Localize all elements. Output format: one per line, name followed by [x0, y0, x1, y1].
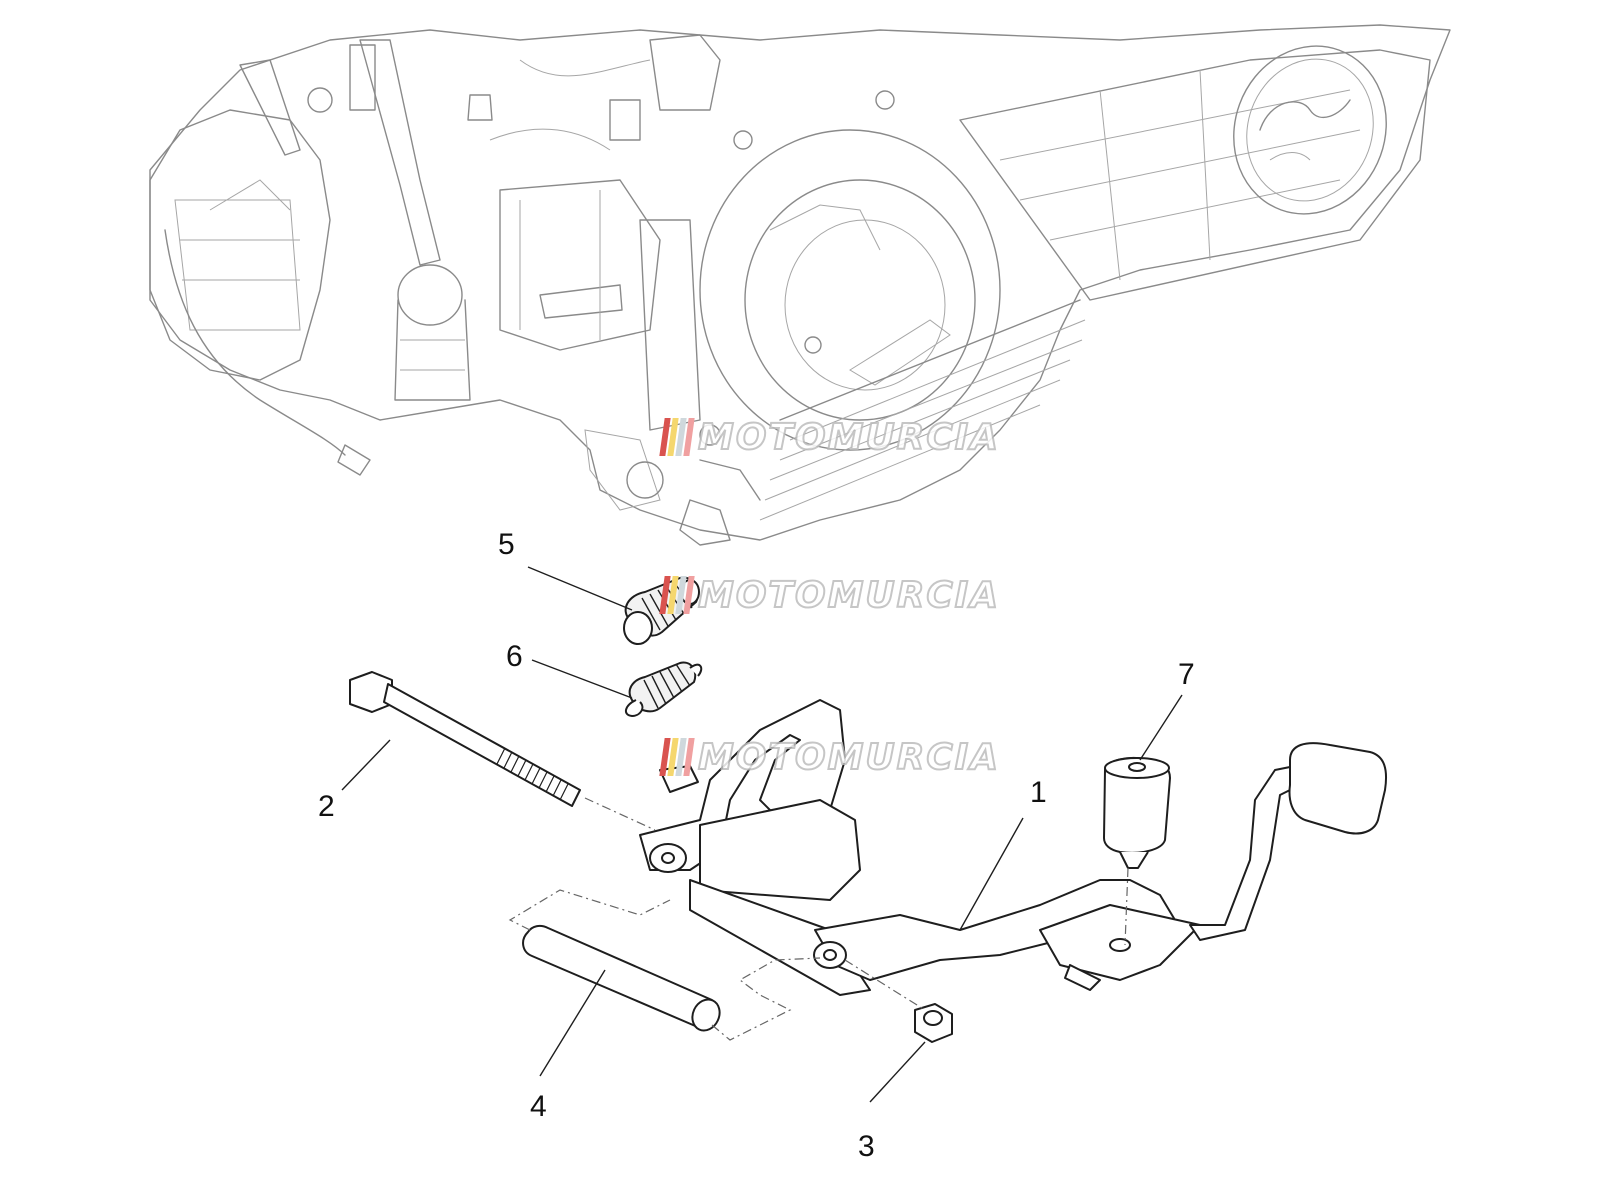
- watermark-3: MOTOMURCIA: [659, 736, 1001, 779]
- part-1-main-stand: [639, 699, 1388, 996]
- callout-3: 3: [858, 1130, 875, 1163]
- part-6-spring: [624, 661, 703, 717]
- watermark-text: MOTOMURCIA: [697, 416, 1001, 459]
- callout-4: 4: [530, 1090, 547, 1123]
- callout-1: 1: [1030, 776, 1047, 809]
- assembly-guide-lines: [508, 797, 1129, 1041]
- watermark-flag-icon: [659, 738, 695, 776]
- watermark-1: MOTOMURCIA: [659, 416, 1001, 459]
- watermark-2: MOTOMURCIA: [659, 574, 1001, 617]
- callout-7: 7: [1178, 658, 1195, 691]
- watermark-text: MOTOMURCIA: [697, 574, 1001, 617]
- watermark-text: MOTOMURCIA: [697, 736, 1001, 779]
- callout-leaders: [341, 566, 1183, 1103]
- callout-2: 2: [318, 790, 335, 823]
- callout-6: 6: [506, 640, 523, 673]
- part-4-spacer-tube: [522, 924, 721, 1032]
- part-7-rubber-buffer: [1103, 757, 1171, 869]
- part-3-nut: [914, 1003, 953, 1043]
- callout-5: 5: [498, 528, 515, 561]
- part-2-bolt: [349, 671, 581, 807]
- watermark-flag-icon: [659, 418, 695, 456]
- watermark-flag-icon: [659, 576, 695, 614]
- engine-block: [149, 24, 1451, 546]
